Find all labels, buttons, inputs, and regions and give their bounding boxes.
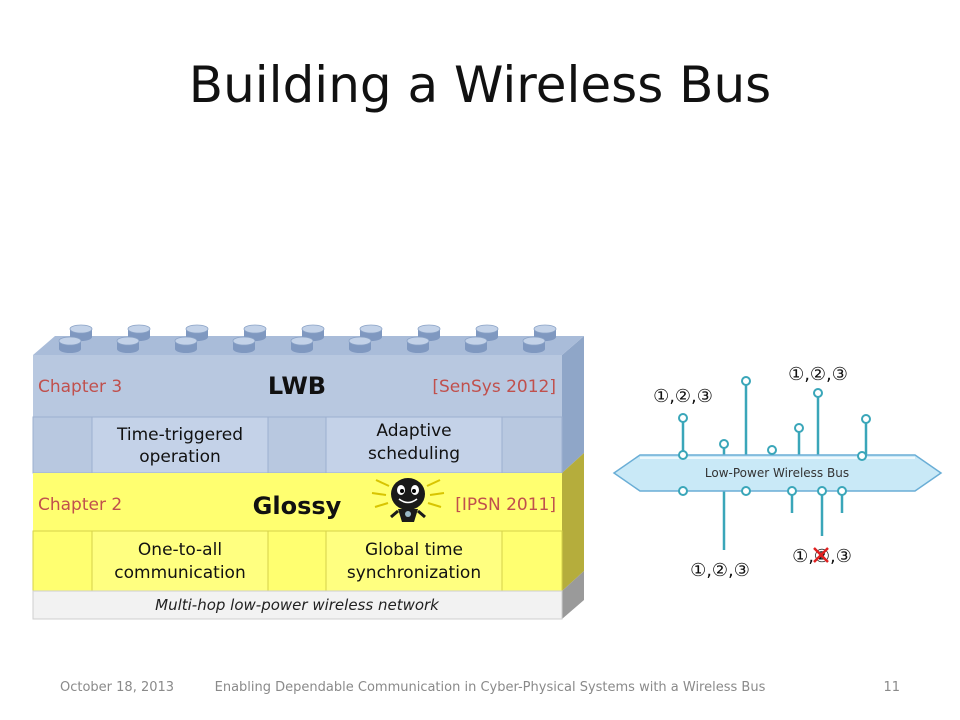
lego-stud — [464, 336, 488, 353]
footer-title: Enabling Dependable Communication in Cyb… — [214, 680, 766, 695]
lego-stud — [406, 336, 430, 353]
bus-node-endpoint — [787, 486, 797, 496]
base-network-label: Multi-hop low-power wireless network — [155, 596, 440, 614]
glossy-chapter-label: Chapter 2 — [38, 495, 122, 515]
bus-node-endpoint — [741, 486, 751, 496]
bus-node-endpoint — [678, 413, 688, 423]
bus-node-endpoint — [861, 414, 871, 424]
slide-title: Building a Wireless Bus — [188, 56, 772, 114]
bus-node-endpoint — [817, 486, 827, 496]
group-top-left: ①,②,③ — [653, 386, 713, 407]
bus-node-endpoint — [837, 486, 847, 496]
glossy-mascot-icon — [371, 478, 445, 522]
lwb-right-line2: scheduling — [368, 444, 460, 464]
glossy-left-line2: communication — [114, 563, 245, 583]
bus-node-endpoint — [813, 388, 823, 398]
glossy-left-line1: One-to-all — [138, 540, 222, 560]
lego-stud — [290, 336, 314, 353]
lego-stud — [232, 336, 256, 353]
bus-node-endpoint — [794, 423, 804, 433]
bus-arrow — [612, 454, 943, 492]
footer-date: October 18, 2013 — [60, 680, 175, 695]
lwb-chapter-label: Chapter 3 — [38, 377, 122, 397]
glossy-reference: [IPSN 2011] — [455, 495, 556, 515]
base-network-layer — [32, 590, 563, 620]
lego-stud — [174, 336, 198, 353]
glossy-right-line1: Global time — [365, 540, 463, 560]
group-top-right: ①,②,③ — [788, 364, 848, 385]
lwb-title: LWB — [268, 372, 326, 400]
lwb-right-block — [325, 416, 503, 474]
lwb-reference: [SenSys 2012] — [432, 377, 556, 397]
lwb-left-block — [91, 416, 269, 474]
footer-page-number: 11 — [883, 680, 900, 695]
lwb-side-face — [562, 336, 584, 473]
glossy-header-band — [33, 473, 562, 531]
bus-node-endpoint — [678, 486, 688, 496]
bus-node-endpoint — [678, 450, 688, 460]
lego-studs — [58, 324, 557, 353]
lwb-header-band — [33, 355, 562, 417]
glossy-title: Glossy — [253, 492, 342, 520]
group-bottom-left: ①,②,③ — [690, 560, 750, 581]
lego-stud — [522, 336, 546, 353]
glossy-right-block — [325, 530, 503, 592]
lego-stud — [116, 336, 140, 353]
lwb-left-line1: Time-triggered — [116, 425, 243, 445]
lwb-left-line2: operation — [139, 447, 221, 467]
lost-packet-cross-icon — [813, 547, 829, 563]
lego-stud — [58, 336, 82, 353]
bus-node-endpoints — [678, 376, 871, 496]
bus-node-endpoint — [741, 376, 751, 386]
bus-node-endpoint — [719, 439, 729, 449]
bus-node-endpoint — [767, 445, 777, 455]
bus-label: Low-Power Wireless Bus — [705, 466, 849, 480]
glossy-side-face — [562, 453, 584, 591]
base-side-face — [562, 571, 584, 619]
glossy-right-line2: synchronization — [347, 563, 481, 583]
lwb-right-line1: Adaptive — [376, 421, 451, 441]
bus-node-endpoint — [857, 451, 867, 461]
lego-stud — [348, 336, 372, 353]
